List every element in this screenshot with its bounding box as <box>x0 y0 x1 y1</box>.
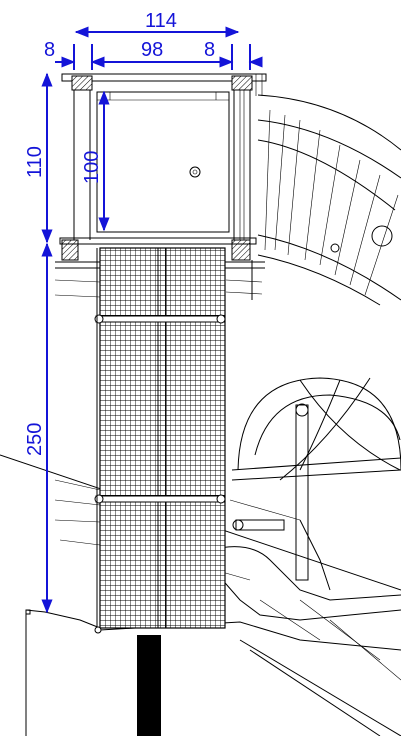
mesh-column <box>94 247 226 634</box>
dimension-110: 110 <box>24 146 46 178</box>
dimension-114: 114 <box>145 10 177 32</box>
dimension-8-left: 8 <box>44 39 55 61</box>
machinery <box>0 377 401 591</box>
box-housing <box>54 73 267 300</box>
dimension-98: 98 <box>141 39 163 61</box>
reel-arcs <box>257 94 401 306</box>
dimensions: 114 8 98 8 110 100 250 <box>24 10 263 614</box>
dimension-100: 100 <box>81 151 103 184</box>
dimension-8-right: 8 <box>204 39 215 61</box>
dimension-250: 250 <box>24 423 46 456</box>
